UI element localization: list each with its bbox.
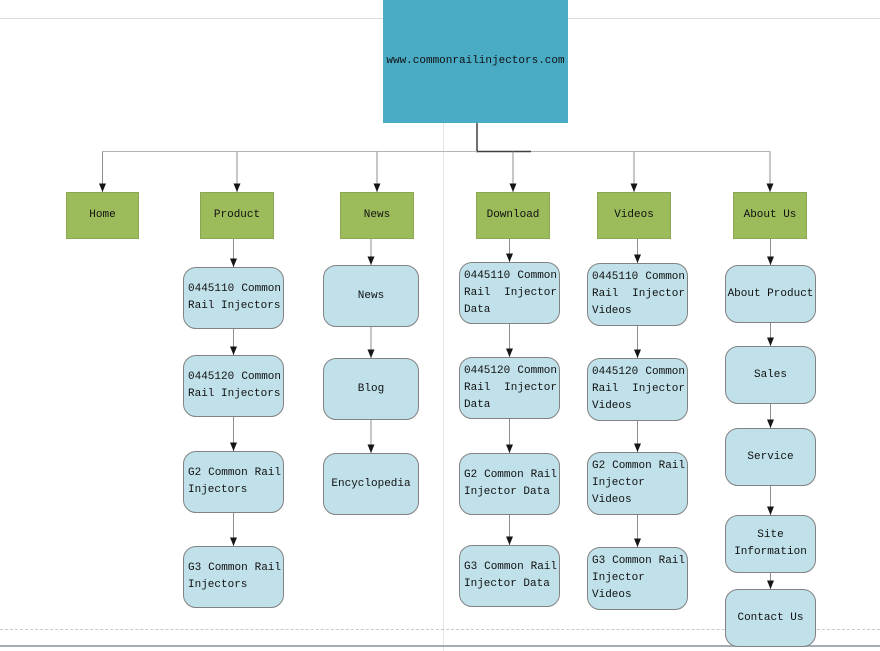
- node-label: Download: [486, 209, 540, 221]
- node-news[interactable]: News: [340, 192, 414, 239]
- connector-top-drops: [99, 151, 774, 192]
- node-videos[interactable]: Videos: [597, 192, 671, 239]
- node-download-child-3[interactable]: G3 Common Rail Injector Data: [459, 545, 560, 607]
- node-videos-child-0[interactable]: 0445110 Common Rail Injector Videos: [587, 263, 688, 326]
- page-bottom-rule: [0, 645, 880, 647]
- node-label: 0445120 Common Rail Injectors: [188, 371, 281, 400]
- node-about-child-2[interactable]: Service: [725, 428, 816, 486]
- node-label: G2 Common Rail Injector Data: [464, 469, 557, 498]
- node-home[interactable]: Home: [66, 192, 139, 239]
- node-label: 0445120 Common Rail Injector Data: [464, 364, 557, 411]
- node-label: Home: [89, 209, 116, 221]
- node-label: Blog: [357, 382, 385, 395]
- node-download-child-0[interactable]: 0445110 Common Rail Injector Data: [459, 262, 560, 324]
- node-label: Site Information: [734, 529, 807, 558]
- node-label: G3 Common Rail Injector Videos: [592, 555, 685, 601]
- node-news-child-2[interactable]: Encyclopedia: [323, 453, 419, 515]
- node-product-child-1[interactable]: 0445120 Common Rail Injectors: [183, 355, 284, 417]
- node-about-us[interactable]: About Us: [733, 192, 807, 239]
- node-product-child-0[interactable]: 0445110 Common Rail Injectors: [183, 267, 284, 329]
- node-label: Sales: [753, 368, 787, 381]
- node-label: 0445110 Common Rail Injector Data: [464, 269, 557, 316]
- node-label: G2 Common Rail Injectors: [188, 467, 281, 496]
- node-download[interactable]: Download: [476, 192, 550, 239]
- node-about-child-4[interactable]: Contact Us: [725, 589, 816, 647]
- node-download-child-1[interactable]: 0445120 Common Rail Injector Data: [459, 357, 560, 419]
- node-news-child-0[interactable]: News: [323, 265, 419, 327]
- node-label: Encyclopedia: [331, 477, 411, 490]
- node-label: 0445110 Common Rail Injectors: [188, 283, 281, 312]
- node-label: 0445110 Common Rail Injector Videos: [592, 271, 685, 317]
- node-label: Product: [213, 209, 261, 221]
- node-label: News: [363, 209, 391, 221]
- node-about-child-3[interactable]: Site Information: [725, 515, 816, 573]
- node-label: Videos: [614, 209, 654, 221]
- node-label: Contact Us: [737, 611, 804, 624]
- node-label: G2 Common Rail Injector Videos: [592, 460, 685, 506]
- node-about-child-1[interactable]: Sales: [725, 346, 816, 404]
- node-product-child-2[interactable]: G2 Common Rail Injectors: [183, 451, 284, 513]
- node-download-child-2[interactable]: G2 Common Rail Injector Data: [459, 453, 560, 515]
- node-news-child-1[interactable]: Blog: [323, 358, 419, 420]
- page-break-dashed-line: [0, 629, 880, 630]
- node-videos-child-2[interactable]: G2 Common Rail Injector Videos: [587, 452, 688, 515]
- node-label: Service: [747, 450, 794, 463]
- node-label: About Us: [743, 209, 797, 221]
- node-label: G3 Common Rail Injector Data: [464, 561, 557, 590]
- node-label: News: [357, 289, 385, 302]
- node-videos-child-1[interactable]: 0445120 Common Rail Injector Videos: [587, 358, 688, 421]
- page-grid-line-vertical: [443, 0, 444, 651]
- node-label: 0445120 Common Rail Injector Videos: [592, 366, 685, 412]
- node-label: About Product: [727, 287, 814, 300]
- node-product-child-3[interactable]: G3 Common Rail Injectors: [183, 546, 284, 608]
- node-root-website[interactable]: www.commonrailinjectors.com: [383, 0, 568, 123]
- node-videos-child-3[interactable]: G3 Common Rail Injector Videos: [587, 547, 688, 610]
- node-product[interactable]: Product: [200, 192, 274, 239]
- node-label: www.commonrailinjectors.com: [386, 55, 565, 67]
- node-about-child-0[interactable]: About Product: [725, 265, 816, 323]
- node-label: G3 Common Rail Injectors: [188, 562, 281, 591]
